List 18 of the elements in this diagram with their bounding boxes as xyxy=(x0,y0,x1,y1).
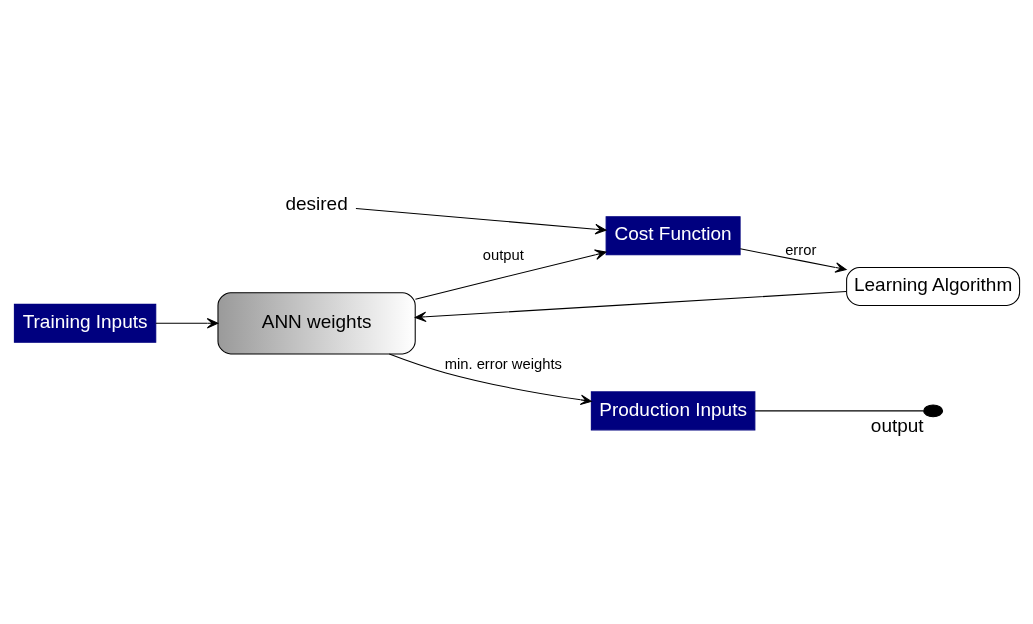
arrow xyxy=(354,208,606,235)
node-box: Cost Function xyxy=(605,216,741,256)
node-text: desired xyxy=(284,192,348,214)
node-box: Training Inputs xyxy=(13,303,156,343)
arrow xyxy=(414,249,606,300)
node-label: output xyxy=(870,414,924,436)
arrow xyxy=(414,291,847,323)
edge-label: error xyxy=(784,241,816,258)
node-circle xyxy=(922,404,943,418)
arrow xyxy=(388,353,592,406)
arrow xyxy=(154,318,218,329)
node-box: Learning Algorithm xyxy=(845,266,1020,306)
node-box: ANN weights xyxy=(216,292,416,355)
edge-label: output xyxy=(482,247,524,264)
arrow xyxy=(739,248,847,273)
node-box: Production Inputs xyxy=(590,391,755,431)
connector xyxy=(754,410,924,412)
edge-label: min. error weights xyxy=(444,355,562,372)
